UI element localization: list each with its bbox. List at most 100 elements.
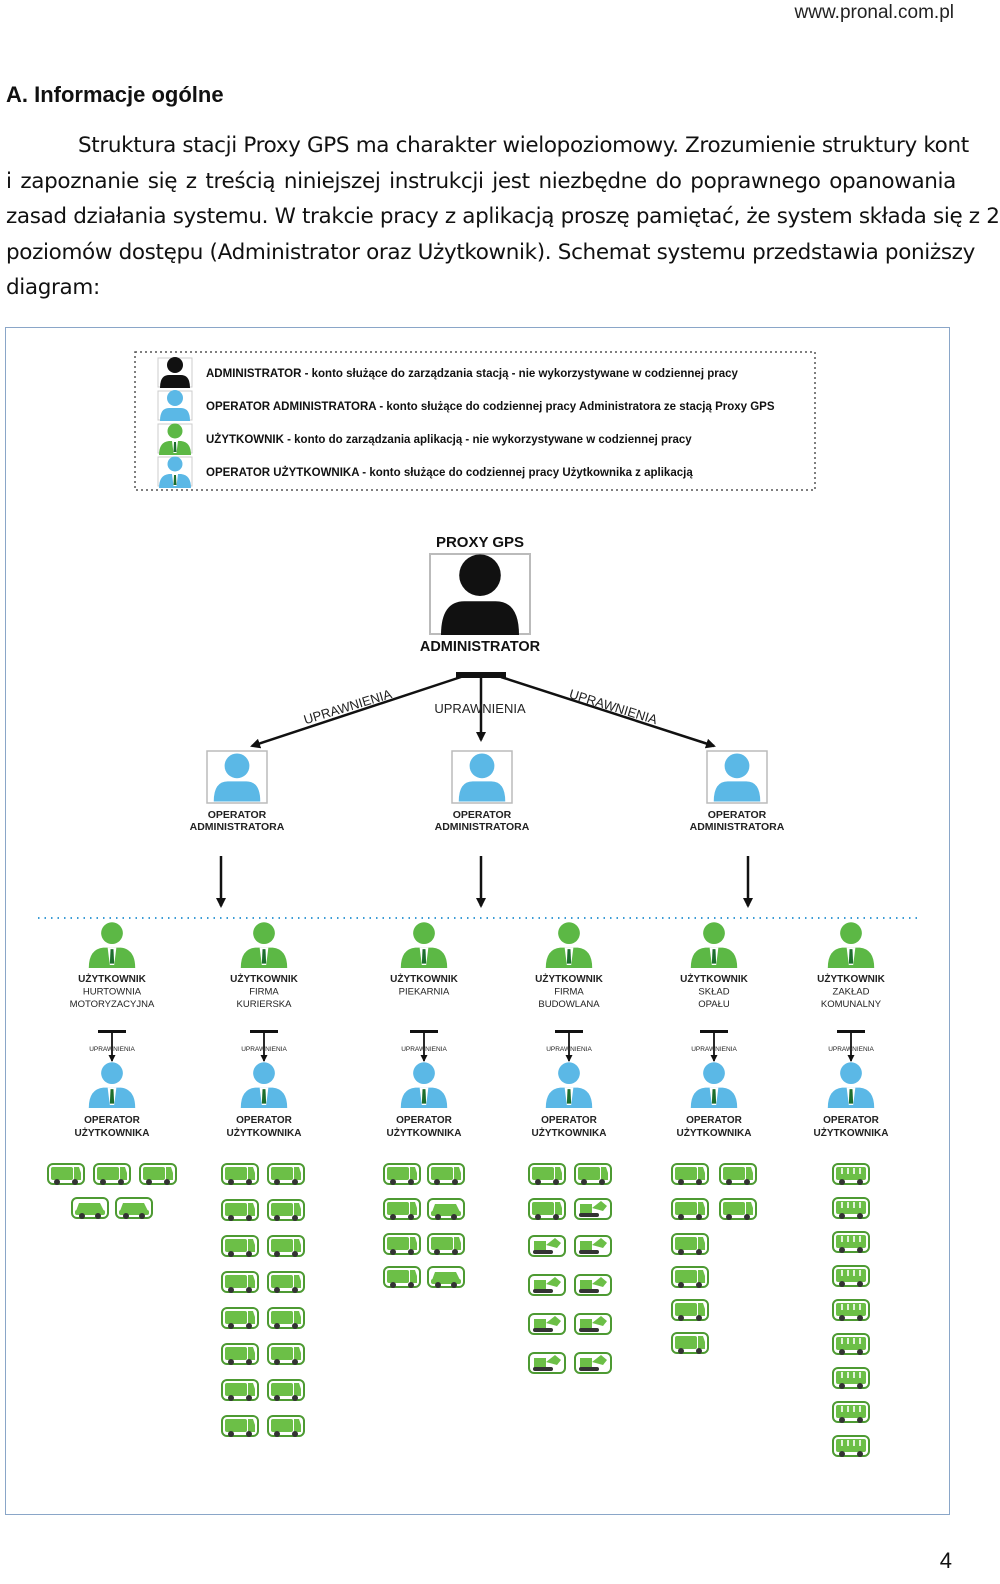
permissions-label-small: UPRAWNIENIA <box>241 1046 287 1053</box>
operator-user-label: UŻYTKOWNIKA <box>75 1126 150 1139</box>
van-vehicle-icon <box>574 1163 612 1186</box>
van-vehicle-icon <box>427 1233 465 1256</box>
paragraph-line: zasad działania systemu. W trakcie pracy… <box>6 204 1000 229</box>
bus-vehicle-icon <box>832 1163 870 1186</box>
van-vehicle-icon <box>139 1163 177 1186</box>
operator-user-label: UŻYTKOWNIKA <box>387 1126 462 1139</box>
user-company-label: OPAŁU <box>698 999 730 1010</box>
operator-avatar-icon <box>713 753 761 802</box>
permissions-label-center: UPRAWNIENIA <box>434 701 526 716</box>
operator-user-suit-icon <box>545 1062 593 1108</box>
bus-vehicle-icon <box>832 1265 870 1288</box>
bus-vehicle-icon <box>832 1435 870 1458</box>
user-company-label: BUDOWLANA <box>538 999 600 1010</box>
user-suit-icon <box>240 922 288 968</box>
user-label: UŻYTKOWNIK <box>230 972 299 985</box>
van-vehicle-icon <box>221 1379 259 1402</box>
legend-text: ADMINISTRATOR - konto służące do zarządz… <box>206 368 739 380</box>
digger-vehicle-icon <box>574 1313 612 1335</box>
user-column: UŻYTKOWNIKZAKŁADKOMUNALNYUPRAWNIENIAOPER… <box>814 922 889 1458</box>
digger-vehicle-icon <box>528 1313 566 1335</box>
permission-arrow-left <box>250 675 462 749</box>
van-vehicle-icon <box>267 1379 305 1402</box>
van-vehicle-icon <box>47 1163 85 1186</box>
van-vehicle-icon <box>221 1163 259 1186</box>
bus-vehicle-icon <box>832 1367 870 1390</box>
administrator-label: ADMINISTRATOR <box>420 639 541 655</box>
van-vehicle-icon <box>671 1266 709 1289</box>
user-column: UŻYTKOWNIKFIRMABUDOWLANAUPRAWNIENIAOPERA… <box>528 922 612 1374</box>
operator-user-suit-icon <box>827 1062 875 1108</box>
user-label: UŻYTKOWNIK <box>680 972 749 985</box>
operator-admin-label: ADMINISTRATORA <box>190 821 285 833</box>
paragraph-line: i zapoznanie się z treścią niniejszej in… <box>6 168 956 194</box>
user-suit-icon <box>545 922 593 968</box>
proxy-gps-title: PROXY GPS <box>436 534 524 551</box>
operator-admin-label: ADMINISTRATORA <box>435 821 530 833</box>
van-vehicle-icon <box>719 1198 757 1221</box>
administrator-node <box>429 553 531 635</box>
administrator-avatar-icon <box>441 554 519 635</box>
van-vehicle-icon <box>528 1198 566 1221</box>
user-suit-icon <box>827 922 875 968</box>
system-diagram: ADMINISTRATOR - konto służące do zarządz… <box>38 351 918 1458</box>
van-vehicle-icon <box>427 1163 465 1186</box>
van-vehicle-icon <box>267 1415 305 1438</box>
car-vehicle-icon <box>71 1197 109 1220</box>
permissions-label-small: UPRAWNIENIA <box>828 1046 874 1053</box>
user-company-label: PIEKARNIA <box>399 987 450 998</box>
digger-vehicle-icon <box>574 1274 612 1296</box>
van-vehicle-icon <box>221 1343 259 1366</box>
bus-vehicle-icon <box>832 1231 870 1254</box>
user-company-label: KOMUNALNY <box>821 999 882 1010</box>
legend-text: OPERATOR UŻYTKOWNIKA - konto służące do … <box>206 466 693 479</box>
digger-vehicle-icon <box>528 1352 566 1374</box>
permission-bar-small <box>250 1030 278 1033</box>
permissions-label-small: UPRAWNIENIA <box>401 1046 447 1053</box>
digger-vehicle-icon <box>528 1274 566 1296</box>
user-label: UŻYTKOWNIK <box>817 972 886 985</box>
permission-bar-small <box>98 1030 126 1033</box>
user-company-label: FIRMA <box>554 987 584 998</box>
bus-vehicle-icon <box>832 1299 870 1322</box>
legend-item-user: UŻYTKOWNIK - konto do zarządzania aplika… <box>157 423 692 455</box>
user-company-label: FIRMA <box>249 987 279 998</box>
van-vehicle-icon <box>671 1233 709 1256</box>
bus-vehicle-icon <box>832 1333 870 1356</box>
digger-vehicle-icon <box>574 1235 612 1257</box>
van-vehicle-icon <box>221 1307 259 1330</box>
van-vehicle-icon <box>221 1415 259 1438</box>
permissions-label-small: UPRAWNIENIA <box>691 1046 737 1053</box>
operator-admin-label: OPERATOR <box>708 809 767 821</box>
paragraph-line: diagram: <box>6 275 100 300</box>
van-vehicle-icon <box>221 1271 259 1294</box>
legend-item-operator-user: OPERATOR UŻYTKOWNIKA - konto służące do … <box>157 456 693 488</box>
user-suit-icon <box>400 922 448 968</box>
legend-text: UŻYTKOWNIK - konto do zarządzania aplika… <box>206 433 692 446</box>
van-vehicle-icon <box>671 1299 709 1322</box>
permission-bar-small <box>555 1030 583 1033</box>
operator-user-label: UŻYTKOWNIKA <box>677 1126 752 1139</box>
van-vehicle-icon <box>267 1307 305 1330</box>
bus-vehicle-icon <box>832 1401 870 1424</box>
user-company-label: KURIERSKA <box>237 999 293 1010</box>
intro-paragraph: Struktura stacji Proxy GPS ma charakter … <box>6 128 1000 306</box>
car-vehicle-icon <box>427 1266 465 1289</box>
user-company-label: ZAKŁAD <box>833 987 870 998</box>
operator-admin-label: ADMINISTRATORA <box>690 821 785 833</box>
van-vehicle-icon <box>383 1163 421 1186</box>
permission-bar-small <box>837 1030 865 1033</box>
operator-avatar-icon <box>213 753 261 802</box>
operator-user-label: OPERATOR <box>236 1115 293 1126</box>
operator-user-label: UŻYTKOWNIKA <box>532 1126 607 1139</box>
user-company-label: MOTORYZACYJNA <box>70 999 155 1010</box>
permissions-label-left: UPRAWNIENIA <box>302 686 394 727</box>
digger-vehicle-icon <box>574 1198 612 1220</box>
user-column: UŻYTKOWNIKSKŁADOPAŁUUPRAWNIENIAOPERATORU… <box>671 922 757 1355</box>
van-vehicle-icon <box>383 1266 421 1289</box>
operator-user-label: OPERATOR <box>84 1115 141 1126</box>
permission-bar <box>456 672 506 678</box>
van-vehicle-icon <box>221 1235 259 1258</box>
operator-user-label: UŻYTKOWNIKA <box>227 1126 302 1139</box>
user-column: UŻYTKOWNIKPIEKARNIAUPRAWNIENIAOPERATORUŻ… <box>383 922 465 1289</box>
